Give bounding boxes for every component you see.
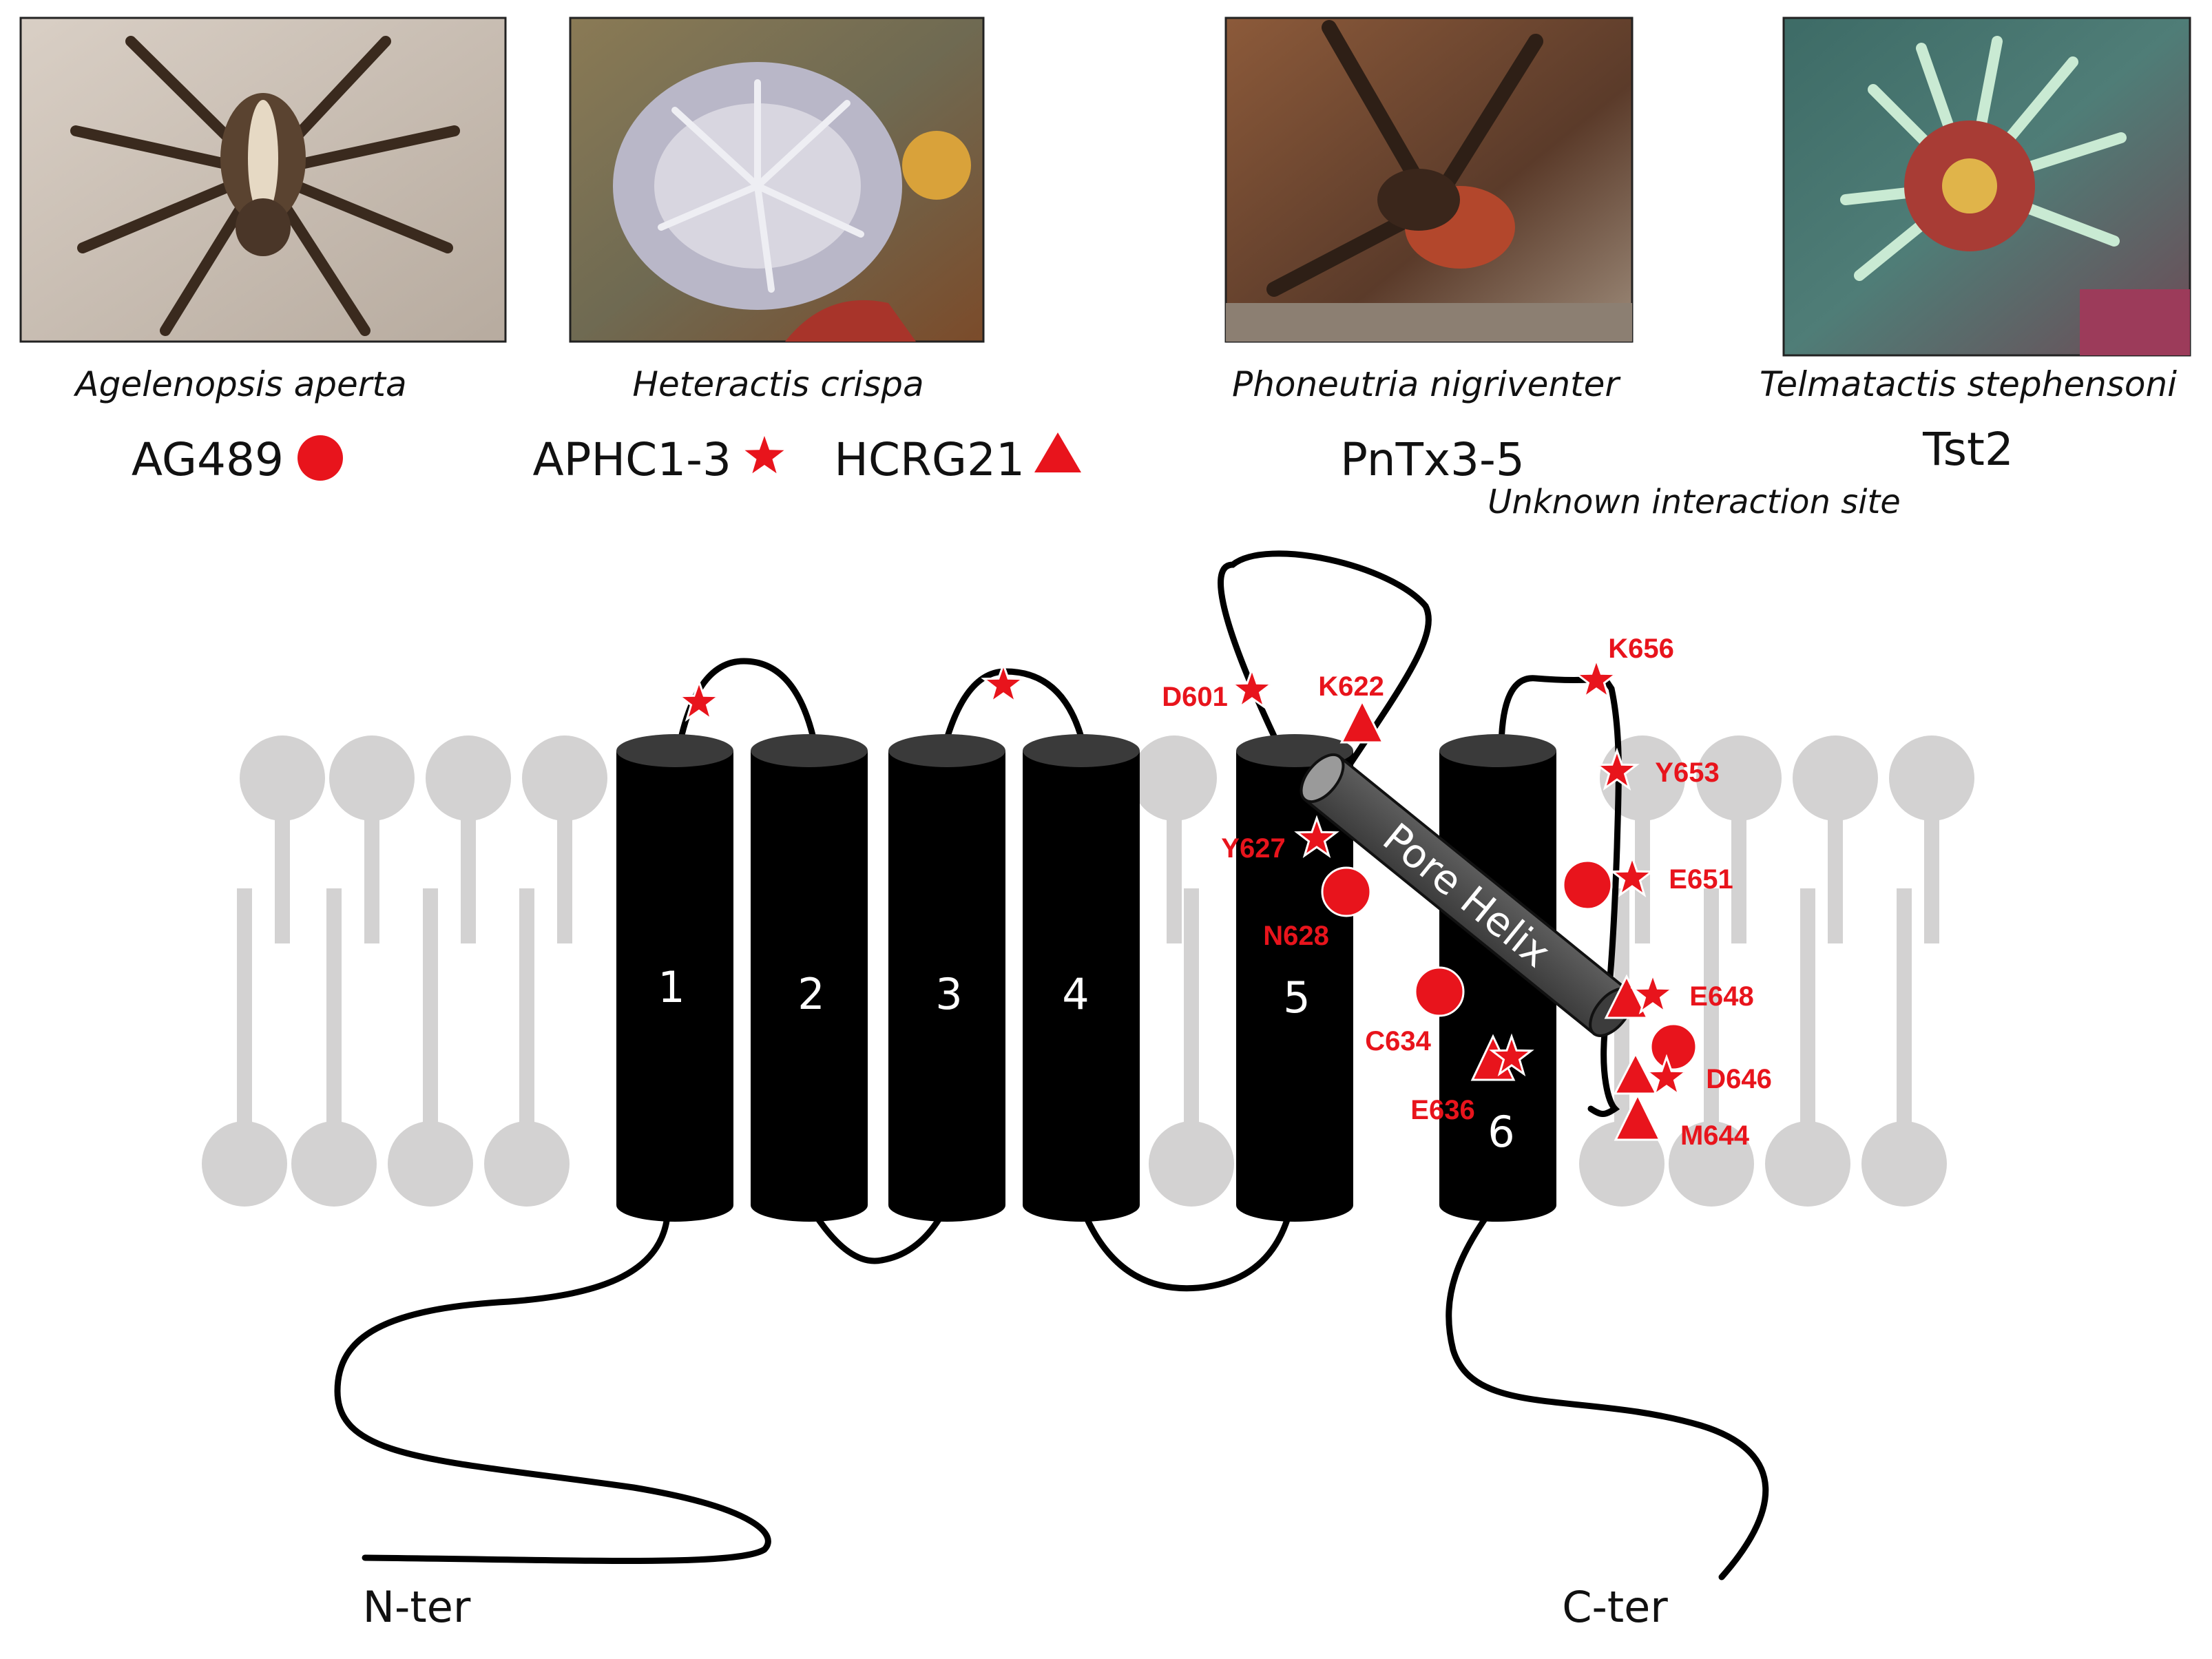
residue-label-y653: Y653 — [1655, 758, 1719, 788]
segment-4: 4 — [1023, 734, 1140, 1222]
legend-triangle-icon — [1034, 432, 1081, 472]
marker-star-e648 — [1630, 971, 1676, 1014]
lipid-lower-leaflet — [202, 888, 1947, 1207]
segment-1-label: 1 — [658, 962, 685, 1012]
lipid-bilayer — [202, 735, 1974, 1207]
marker-triangle-e648 — [1604, 974, 1649, 1019]
marker-star-e651 — [1609, 854, 1655, 897]
lipid-upper-leaflet — [240, 735, 1974, 943]
interaction-markers — [676, 656, 1698, 1141]
residue-label-e648: E648 — [1689, 981, 1753, 1012]
c-terminus — [1446, 1202, 1769, 1580]
legend-star-icon — [744, 436, 784, 474]
residue-label-m644: M644 — [1680, 1120, 1750, 1151]
loop-s4-s5 — [1078, 1202, 1295, 1292]
marker-circle-e651 — [1562, 859, 1613, 910]
residue-label-e636: E636 — [1410, 1095, 1474, 1125]
marker-star-loop34 — [981, 661, 1026, 705]
residue-label-d601: D601 — [1162, 682, 1228, 712]
marker-star-loop12 — [676, 678, 722, 722]
photo-telmatactis-stephensoni — [1782, 17, 2191, 357]
c-terminus-label: C-ter — [1562, 1582, 1668, 1632]
marker-star-e636 — [1489, 1033, 1534, 1076]
photo-phoneutria-nigriventer — [1224, 17, 1634, 343]
residue-label-k656: K656 — [1608, 634, 1674, 664]
segment-5-label: 5 — [1283, 972, 1310, 1023]
toxin-label-ag489: AG489 — [132, 433, 284, 486]
segment-1: 1 — [616, 734, 733, 1222]
toxin-label-tst2: Tst2 — [1922, 423, 2014, 476]
residue-label-n628: N628 — [1263, 921, 1329, 951]
residue-label-d646: D646 — [1706, 1064, 1772, 1094]
species-label-telmatactis: Telmatactis stephensoni — [1760, 364, 2177, 404]
segment-2-label: 2 — [797, 969, 824, 1019]
residue-label-k622: K622 — [1318, 671, 1384, 702]
marker-star-y653 — [1594, 747, 1640, 791]
marker-star-k656 — [1574, 656, 1619, 700]
segment-3-label: 3 — [935, 969, 962, 1019]
toxin-label-aphc: APHC1-3 — [533, 433, 731, 486]
photo-heteractis-crispa — [569, 17, 985, 343]
residue-label-c634: C634 — [1365, 1026, 1431, 1056]
legend-circle-icon — [298, 435, 343, 481]
marker-star-y627 — [1294, 815, 1339, 858]
marker-triangle-d646 — [1613, 1051, 1658, 1095]
unknown-interaction-site-note: Unknown interaction site — [1488, 483, 1901, 521]
marker-triangle-k622 — [1339, 698, 1385, 744]
segment-2: 2 — [751, 734, 868, 1222]
n-terminus-label: N-ter — [363, 1582, 471, 1632]
residue-label-y627: Y627 — [1221, 833, 1285, 864]
turret-loop — [1218, 550, 1432, 768]
residue-label-e651: E651 — [1669, 864, 1733, 895]
segment-5: 5 — [1236, 734, 1353, 1222]
species-label-heteractis: Heteractis crispa — [632, 364, 924, 404]
marker-circle-d646 — [1649, 1023, 1698, 1071]
residue-labels: D601 K622 Y627 N628 C634 E636 K656 Y653 … — [1162, 634, 1772, 1151]
marker-star-d601 — [1229, 666, 1275, 709]
marker-circle-c634 — [1414, 966, 1465, 1017]
toxin-label-hcrg21: HCRG21 — [834, 433, 1025, 486]
species-label-phoneutria: Phoneutria nigriventer — [1232, 364, 1621, 404]
loop-s2-s3 — [806, 1202, 950, 1264]
transmembrane-segments: 1 2 3 4 5 6 — [616, 734, 1556, 1222]
segment-4-label: 4 — [1062, 969, 1089, 1019]
marker-circle-n628 — [1321, 866, 1372, 917]
toxin-label-pntx3-5: PnTx3-5 — [1340, 433, 1525, 486]
marker-star-d646 — [1644, 1054, 1689, 1097]
marker-triangle-m644 — [1614, 1092, 1662, 1141]
photo-agelenopsis-aperta — [19, 17, 507, 343]
segment-3: 3 — [888, 734, 1005, 1222]
species-label-agelenopsis: Agelenopsis aperta — [73, 364, 406, 404]
segment-6-label: 6 — [1488, 1107, 1514, 1157]
n-terminus — [334, 1202, 771, 1565]
